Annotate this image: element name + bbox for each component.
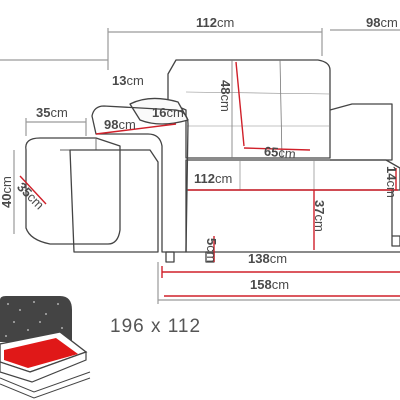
sofa-bed-icon — [0, 296, 91, 399]
label-top-width: 112cm — [196, 15, 235, 30]
label-armrest-top: 13cm — [112, 73, 144, 88]
label-ottoman-width: 35cm — [36, 105, 68, 120]
label-total-width: 158cm — [250, 277, 290, 292]
label-ottoman-height: 40cm — [0, 176, 14, 208]
label-armrest-width: 16cm — [152, 105, 184, 120]
sofa-backrest — [167, 59, 331, 159]
sofa-base — [185, 190, 400, 253]
label-seat-width: 112cm — [194, 171, 233, 186]
ottoman — [25, 137, 121, 245]
ottoman-block — [69, 149, 159, 253]
label-side-height: 14cm — [384, 166, 399, 198]
sofa-leg — [391, 235, 400, 247]
sofa-leg — [165, 251, 175, 263]
dim-back-height-line — [235, 61, 245, 147]
dim-armrest-depth-line — [95, 123, 177, 135]
sofa-right-back — [329, 103, 393, 161]
label-armrest-depth: 98cm — [104, 117, 136, 132]
label-seat-height: 37cm — [312, 200, 327, 232]
dim-ottoman-depth-line — [19, 175, 47, 205]
label-back-height: 48cm — [218, 80, 233, 112]
bed-size-label: 196 x 112 — [110, 316, 202, 337]
label-bed-length: 138cm — [248, 251, 288, 266]
sofa-seat — [185, 159, 400, 191]
label-leg-height: 5cm — [204, 238, 219, 263]
label-seat-depth: 65cm — [263, 143, 297, 162]
dim-seat-depth-line — [243, 147, 311, 151]
label-top-depth: 98cm — [366, 15, 398, 30]
sofa-armrest — [91, 105, 189, 253]
